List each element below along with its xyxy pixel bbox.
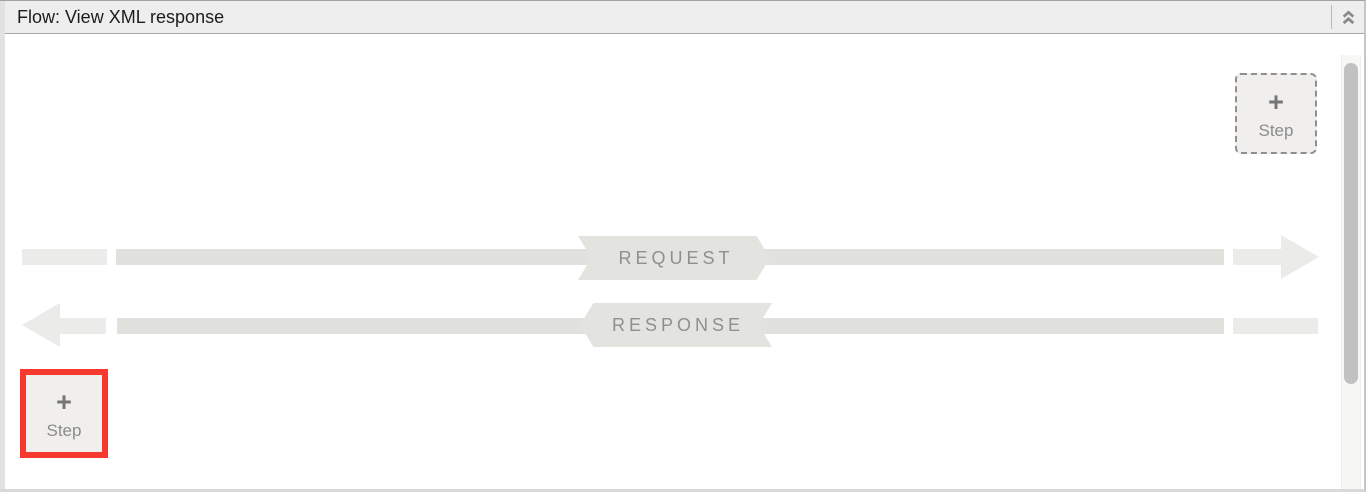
request-arrowhead-icon (1281, 235, 1319, 279)
response-line-stub (1233, 318, 1318, 334)
request-line-stub (22, 249, 107, 265)
header-bar: Flow: View XML response (5, 1, 1364, 34)
plus-icon: + (1268, 86, 1284, 117)
highlight-box: + Step (20, 369, 108, 458)
response-banner: RESPONSE (580, 303, 772, 347)
header-separator (1331, 5, 1332, 29)
chevrons-up-icon (1342, 9, 1354, 24)
left-gutter (0, 1, 5, 489)
response-arrowhead-icon (22, 303, 60, 347)
add-step-button-top[interactable]: + Step (1235, 73, 1317, 154)
add-step-button-bottom[interactable]: + Step (26, 375, 102, 452)
request-banner: REQUEST (578, 236, 770, 280)
response-label: RESPONSE (611, 314, 745, 335)
plus-icon: + (56, 386, 72, 417)
scrollbar[interactable] (1341, 55, 1361, 489)
request-label: REQUEST (618, 247, 734, 268)
step-label: Step (1258, 120, 1294, 140)
request-arrow-tail (1233, 249, 1283, 265)
scrollbar-thumb[interactable] (1344, 63, 1358, 384)
step-label: Step (46, 420, 82, 440)
collapse-button[interactable] (1332, 1, 1364, 33)
response-arrow-tail (58, 318, 106, 334)
panel-title: Flow: View XML response (17, 6, 225, 27)
header-actions (1331, 1, 1364, 33)
